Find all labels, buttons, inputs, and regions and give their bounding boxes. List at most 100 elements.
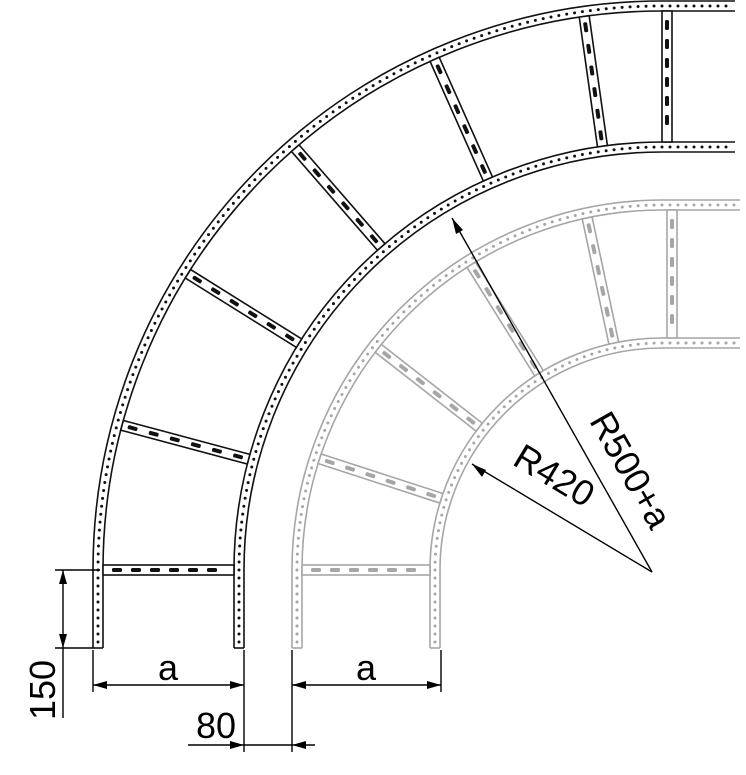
perforation-hole: [318, 119, 322, 123]
perforation-hole: [628, 146, 632, 150]
perforation-hole: [237, 640, 241, 644]
rung-slot: [190, 442, 201, 448]
rung-slot: [192, 275, 202, 284]
perforation-hole: [433, 624, 437, 628]
perforation-hole: [708, 341, 712, 345]
perforation-hole: [387, 245, 391, 249]
rung-slot: [415, 377, 425, 386]
perforation-hole: [433, 560, 437, 564]
perforation-hole: [628, 204, 632, 208]
rung-slot: [462, 124, 470, 135]
perforation-hole: [296, 544, 300, 548]
perforation-hole: [295, 584, 299, 588]
rung-slot: [266, 322, 276, 330]
rung-slot: [229, 298, 239, 307]
perforation-hole: [226, 208, 230, 212]
perforation-hole: [644, 203, 648, 207]
perforation-hole: [684, 4, 688, 8]
perforation-hole: [620, 5, 624, 9]
perforation-hole: [406, 230, 410, 234]
perforation-hole: [237, 608, 241, 612]
outer-side-rail-edge: [301, 209, 663, 571]
rung-slot: [595, 108, 601, 119]
perforation-hole: [526, 20, 530, 24]
rung-slot: [345, 465, 356, 472]
perforation-hole: [474, 188, 478, 192]
perforation-hole: [676, 145, 680, 149]
perforation-hole: [406, 64, 410, 68]
perforation-hole: [472, 36, 476, 40]
rung-slot: [355, 217, 364, 227]
perforation-hole: [256, 442, 260, 446]
perforation-hole: [724, 4, 728, 8]
perforation-hole: [453, 199, 457, 203]
perforation-hole: [116, 418, 120, 422]
perforation-hole: [261, 427, 265, 431]
perforation-hole: [413, 61, 417, 65]
perforation-hole: [589, 210, 593, 214]
perforation-hole: [636, 5, 640, 9]
perforation-hole: [267, 412, 271, 416]
rung-slot: [312, 168, 321, 178]
perforation-hole: [433, 640, 437, 644]
rung-slot: [150, 568, 160, 572]
rung-slot: [495, 305, 504, 315]
ladder-rung: [102, 564, 235, 576]
perforation-hole: [660, 341, 664, 345]
inner-side-rail-edge: [439, 347, 663, 571]
perforation-hole: [197, 246, 201, 250]
perforation-hole: [533, 18, 537, 22]
perforation-hole: [612, 206, 616, 210]
perforation-hole: [499, 241, 503, 245]
perforation-hole: [604, 7, 608, 11]
rung-slot: [112, 568, 122, 572]
perforation-hole: [291, 361, 295, 365]
perforation-hole: [102, 488, 106, 492]
perforation-hole: [96, 624, 100, 628]
rung-slot: [586, 223, 593, 234]
perforation-hole: [535, 225, 539, 229]
ladder-rung: [581, 215, 620, 346]
perforation-hole: [237, 568, 241, 572]
perforation-hole: [433, 600, 437, 604]
perforation-hole: [280, 382, 284, 386]
perforation-hole: [513, 234, 517, 238]
perforation-hole: [724, 145, 728, 149]
rung-slot: [398, 364, 409, 373]
perforation-hole: [519, 169, 523, 173]
perforation-hole: [295, 632, 299, 636]
perforation-hole: [520, 389, 524, 393]
perforation-hole: [216, 220, 220, 224]
perforation-hole: [472, 441, 476, 445]
perforation-hole: [467, 448, 471, 452]
perforation-hole: [692, 341, 696, 345]
arrowhead: [59, 634, 67, 648]
perforation-hole: [273, 397, 277, 401]
ladder-rung: [119, 419, 251, 466]
perforation-hole: [542, 162, 546, 166]
perforation-hole: [281, 150, 285, 154]
perforation-hole: [264, 166, 268, 170]
perforation-hole: [425, 288, 429, 292]
perforation-hole: [301, 505, 305, 509]
arrowhead: [292, 681, 306, 689]
perforation-hole: [160, 307, 164, 311]
rung-slot: [368, 568, 378, 572]
perforation-hole: [433, 616, 437, 620]
perforation-hole: [245, 488, 249, 492]
perforation-hole: [237, 600, 241, 604]
rung-slot: [604, 306, 610, 317]
perforation-hole: [668, 4, 672, 8]
perforation-hole: [504, 175, 508, 179]
rung-slot: [586, 43, 592, 54]
perforation-hole: [254, 450, 258, 454]
perforation-hole: [435, 51, 439, 55]
perforation-hole: [143, 343, 147, 347]
perforation-hole: [604, 149, 608, 153]
perforation-hole: [668, 203, 672, 207]
leader-r420: [471, 463, 653, 573]
perforation-hole: [575, 358, 579, 362]
rung-slot: [518, 341, 526, 351]
perforation-hole: [375, 340, 379, 344]
